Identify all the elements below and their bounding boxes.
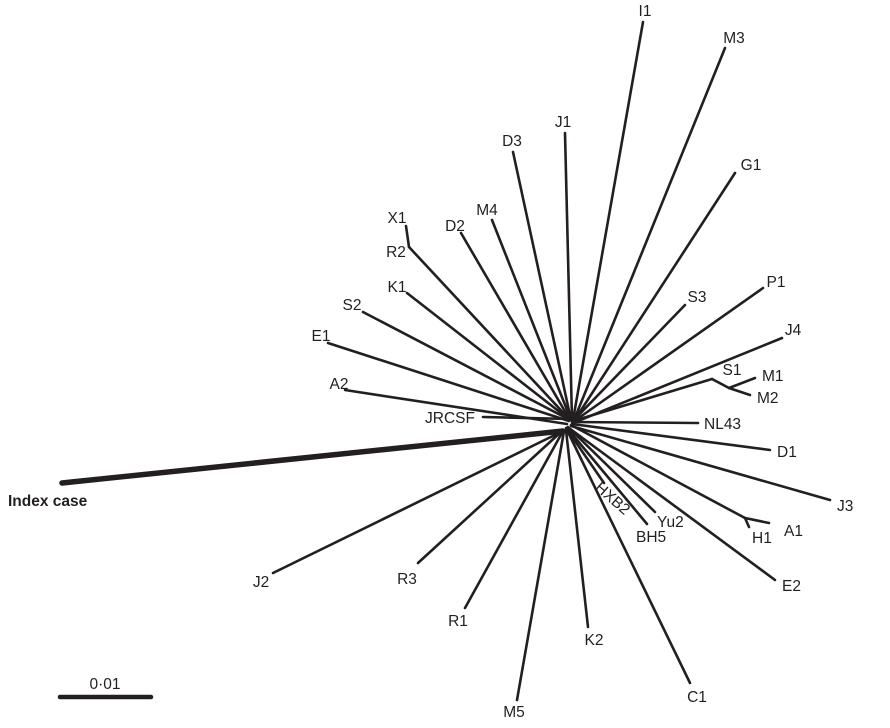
taxon-label-D1: D1: [777, 444, 797, 461]
taxon-label-J3: J3: [837, 498, 853, 515]
taxon-label-D3: D3: [502, 133, 522, 150]
branch-A1: [743, 516, 771, 525]
taxon-label-M3: M3: [723, 30, 745, 47]
branch-J3: [569, 424, 832, 502]
branch-J1: [563, 131, 574, 422]
taxon-label-JRCSF: JRCSF: [425, 410, 475, 427]
taxon-label-K2: K2: [585, 632, 604, 649]
branch-M2: [727, 386, 752, 397]
branches-group: [57, 20, 832, 702]
branch-NL43: [570, 420, 700, 425]
node-s1-to-m1-m2: [710, 377, 731, 390]
branch-M4: [490, 218, 573, 422]
taxon-label-I1: I1: [639, 3, 652, 20]
taxon-label-M1: M1: [762, 368, 784, 385]
branch-Yu2: [566, 425, 657, 514]
branch-I1: [571, 20, 645, 422]
taxon-label-R3: R3: [397, 571, 417, 588]
taxon-label-R2: R2: [386, 244, 406, 261]
branch-M3: [572, 46, 727, 422]
branch-S1: [571, 377, 714, 423]
taxon-label-C1: C1: [687, 689, 707, 706]
branch-K2: [564, 428, 590, 629]
branch-P1: [571, 286, 765, 424]
taxon-label-K1: K1: [388, 279, 407, 296]
branch-X1: [404, 224, 411, 249]
index-case-label: Index case: [8, 493, 88, 510]
branch-R3: [416, 429, 564, 565]
taxon-label-S3: S3: [688, 289, 707, 306]
branch-S3: [571, 303, 687, 423]
taxon-label-BH5: BH5: [636, 529, 666, 546]
taxon-label-M4: M4: [476, 202, 498, 219]
branch-R2: [407, 245, 572, 422]
taxon-label-S2: S2: [343, 297, 362, 314]
taxon-label-NL43: NL43: [704, 416, 741, 433]
branch-E2: [567, 426, 777, 582]
branch-M5: [515, 429, 566, 702]
taxon-label-Yu2: Yu2: [657, 514, 684, 531]
branch-J2: [271, 430, 563, 575]
branch-R1: [463, 429, 565, 610]
branch-E1: [326, 341, 571, 423]
branch-JRCSF: [481, 415, 572, 421]
taxon-label-X1: X1: [388, 210, 407, 227]
taxon-label-A2: A2: [330, 376, 349, 393]
branch-D1: [570, 422, 772, 452]
taxon-label-A1: A1: [784, 523, 803, 540]
branch-D2: [459, 231, 572, 422]
branch-H1: [743, 516, 751, 529]
scale-bar-label: 0·01: [89, 676, 120, 693]
taxon-label-S1: S1: [723, 362, 742, 379]
taxon-label-J2: J2: [253, 574, 269, 591]
taxon-label-R1: R1: [448, 613, 468, 630]
branch-K1: [405, 291, 572, 422]
branch-S2: [361, 310, 572, 422]
branch-index-case: [59, 428, 566, 486]
branch-D3: [511, 150, 573, 422]
branch-J4: [571, 336, 784, 425]
taxon-label-J4: J4: [785, 322, 802, 339]
taxon-label-E2: E2: [782, 578, 801, 595]
taxon-label-D2: D2: [445, 218, 465, 235]
taxon-label-E1: E1: [312, 328, 331, 345]
branch-BH5: [565, 426, 649, 526]
taxon-label-H1: H1: [752, 530, 772, 547]
taxon-label-G1: G1: [741, 157, 762, 174]
taxon-label-M2: M2: [757, 390, 779, 407]
stem-h1-a1: [569, 423, 747, 520]
branch-M1: [727, 376, 757, 390]
branch-HXB2: [564, 426, 606, 485]
taxon-label-P1: P1: [767, 274, 786, 291]
taxon-label-M5: M5: [503, 704, 525, 721]
branch-G1: [572, 171, 737, 423]
branch-C1: [565, 428, 692, 685]
taxon-label-J1: J1: [555, 114, 571, 131]
